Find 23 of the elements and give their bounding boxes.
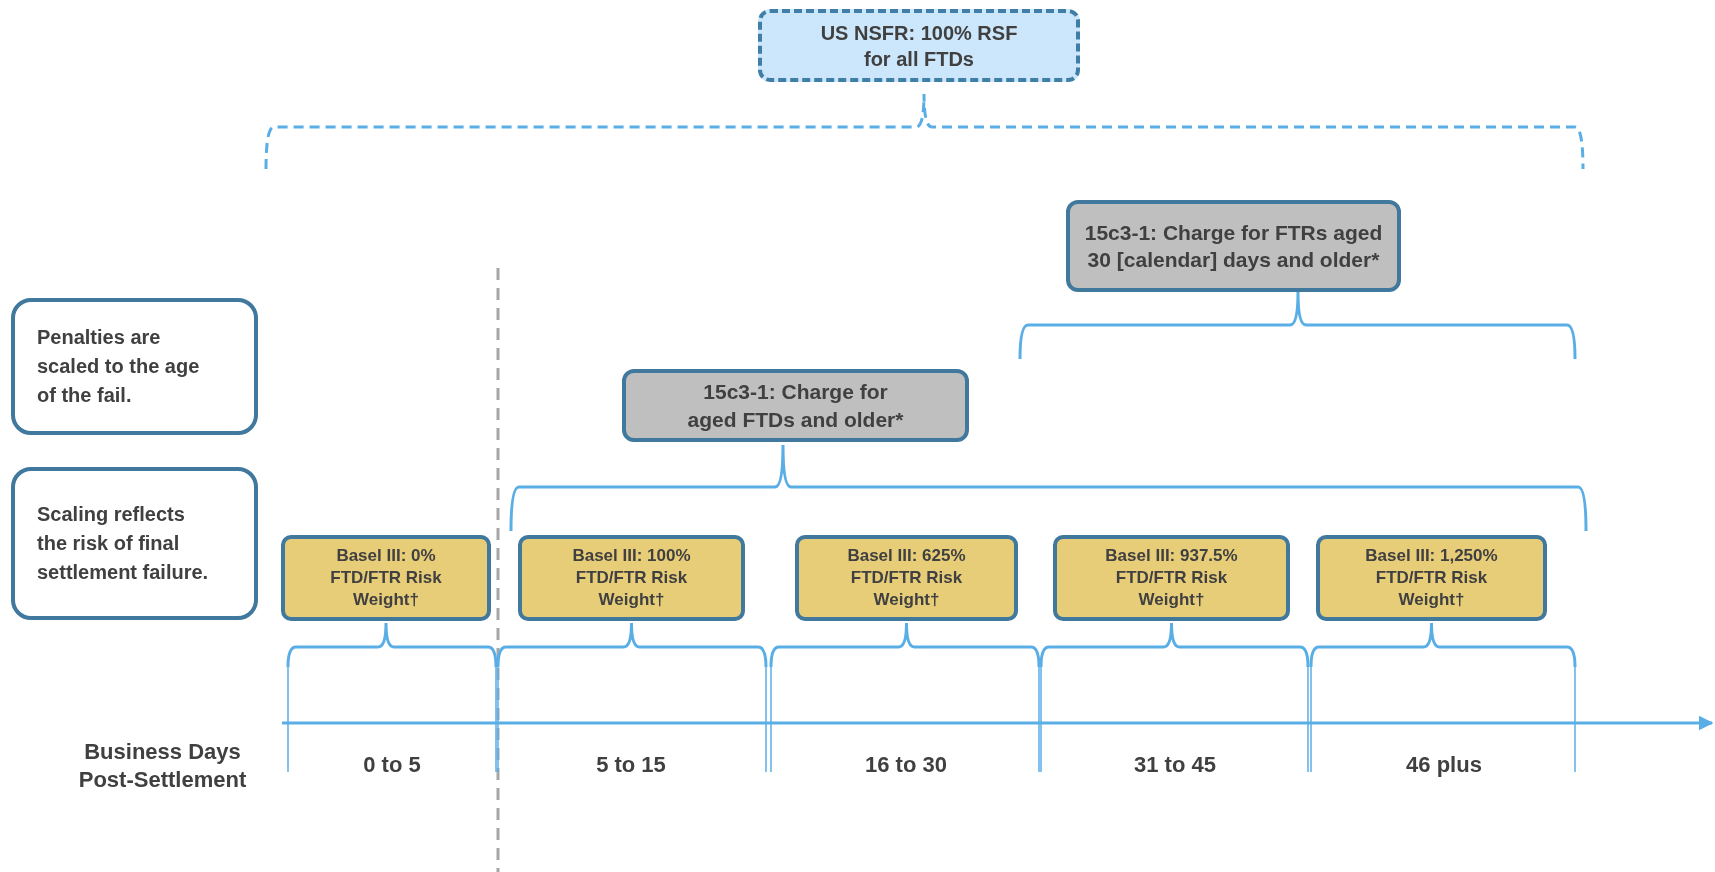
box-text: Basel III: 0% FTD/FTR Risk Weight† <box>329 544 443 612</box>
note-box <box>11 298 258 435</box>
range-label: 0 to 5 <box>362 751 422 779</box>
box-text: 15c3-1: Charge for aged FTDs and older* <box>686 379 905 433</box>
box-text: Basel III: 937.5% FTD/FTR Risk Weight† <box>1104 544 1239 612</box>
box-text: Scaling reflects the risk of final settlement failure. <box>37 502 210 585</box>
box-text: US NSFR: 100% RSF for all FTDs <box>819 20 1019 72</box>
note-box <box>11 467 258 620</box>
range-label: 31 to 45 <box>1133 751 1217 779</box>
axis-title: Business Days Post-Settlement <box>77 738 248 794</box>
box-text: Penalties are scaled to the age of the fail. <box>37 325 201 408</box>
box-text: Basel III: 100% FTD/FTR Risk Weight† <box>571 544 692 612</box>
risk-weight-box <box>1316 535 1547 621</box>
box-text: Basel III: 1,250% FTD/FTR Risk Weight† <box>1364 544 1499 612</box>
risk-weight-box <box>1053 535 1290 621</box>
range-label: 5 to 15 <box>595 751 667 779</box>
box-text: 15c3-1: Charge for FTRs aged 30 [calendar] days and older* <box>1083 219 1384 273</box>
range-label: 46 plus <box>1405 751 1483 779</box>
risk-weight-box <box>795 535 1018 621</box>
box-text: Basel III: 625% FTD/FTR Risk Weight† <box>846 544 967 612</box>
risk-weight-box <box>281 535 491 621</box>
risk-weight-box <box>518 535 745 621</box>
range-label: 16 to 30 <box>864 751 948 779</box>
